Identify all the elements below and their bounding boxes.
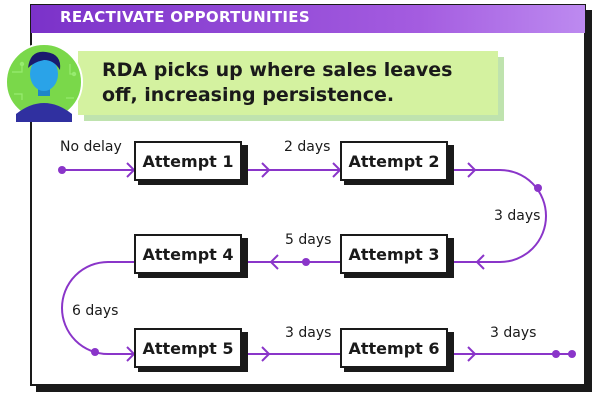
attempt-3-box: Attempt 3	[340, 234, 448, 274]
attempt-5-box: Attempt 5	[134, 328, 242, 368]
delay-label-5-6: 3 days	[285, 325, 332, 341]
delay-label-1-2: 2 days	[284, 139, 331, 155]
dot-3-4	[302, 258, 310, 266]
dot-4-5	[91, 348, 99, 356]
delay-label-4-5: 6 days	[72, 303, 119, 319]
person-avatar-icon	[5, 43, 83, 122]
delay-label-2-3: 3 days	[494, 208, 541, 224]
start-dot	[58, 166, 66, 174]
header-title: REACTIVATE OPPORTUNITIES	[60, 8, 310, 26]
arrow-out-attempt-5	[261, 346, 271, 362]
dot-2-3	[534, 184, 542, 192]
attempt-4-box: Attempt 4	[134, 234, 242, 274]
arrow-out-attempt-6	[467, 346, 477, 362]
delay-label-3-4: 5 days	[285, 232, 332, 248]
connector-2-3	[454, 169, 547, 263]
arrow-into-attempt-3	[475, 254, 485, 270]
delay-label-start: No delay	[60, 139, 122, 155]
attempt-2-box: Attempt 2	[340, 141, 448, 181]
tagline-text: RDA picks up where sales leaves off, inc…	[102, 59, 453, 106]
arrow-out-attempt-2	[467, 162, 477, 178]
attempt-6-box: Attempt 6	[340, 328, 448, 368]
attempt-1-box: Attempt 1	[134, 141, 242, 181]
arrow-out-attempt-3	[269, 254, 279, 270]
tagline-box	[78, 51, 498, 115]
end-dot-2	[568, 350, 576, 358]
arrow-out-attempt-1	[261, 162, 271, 178]
end-dot-1	[552, 350, 560, 358]
delay-label-end: 3 days	[490, 325, 537, 341]
header-bar	[31, 5, 585, 33]
